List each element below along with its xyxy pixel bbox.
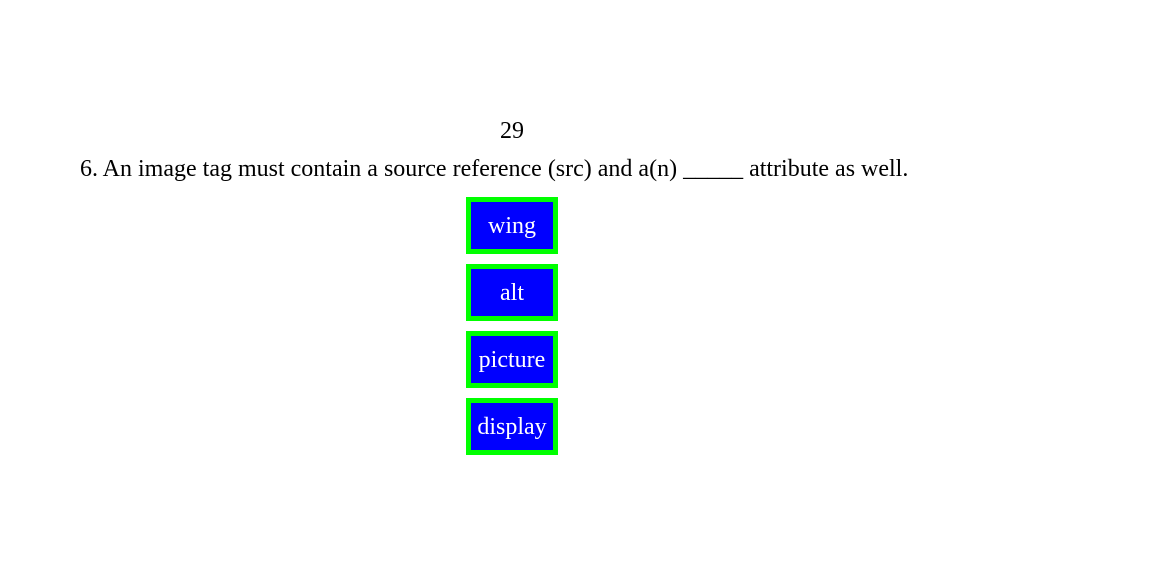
choice-wing-button[interactable]: wing (466, 197, 558, 254)
choice-picture-button[interactable]: picture (466, 331, 558, 388)
choice-display-button[interactable]: display (466, 398, 558, 455)
answer-choices: wing alt picture display (466, 197, 558, 465)
question-text: 6. An image tag must contain a source re… (80, 156, 909, 182)
score-counter: 29 (500, 118, 524, 144)
choice-alt-button[interactable]: alt (466, 264, 558, 321)
